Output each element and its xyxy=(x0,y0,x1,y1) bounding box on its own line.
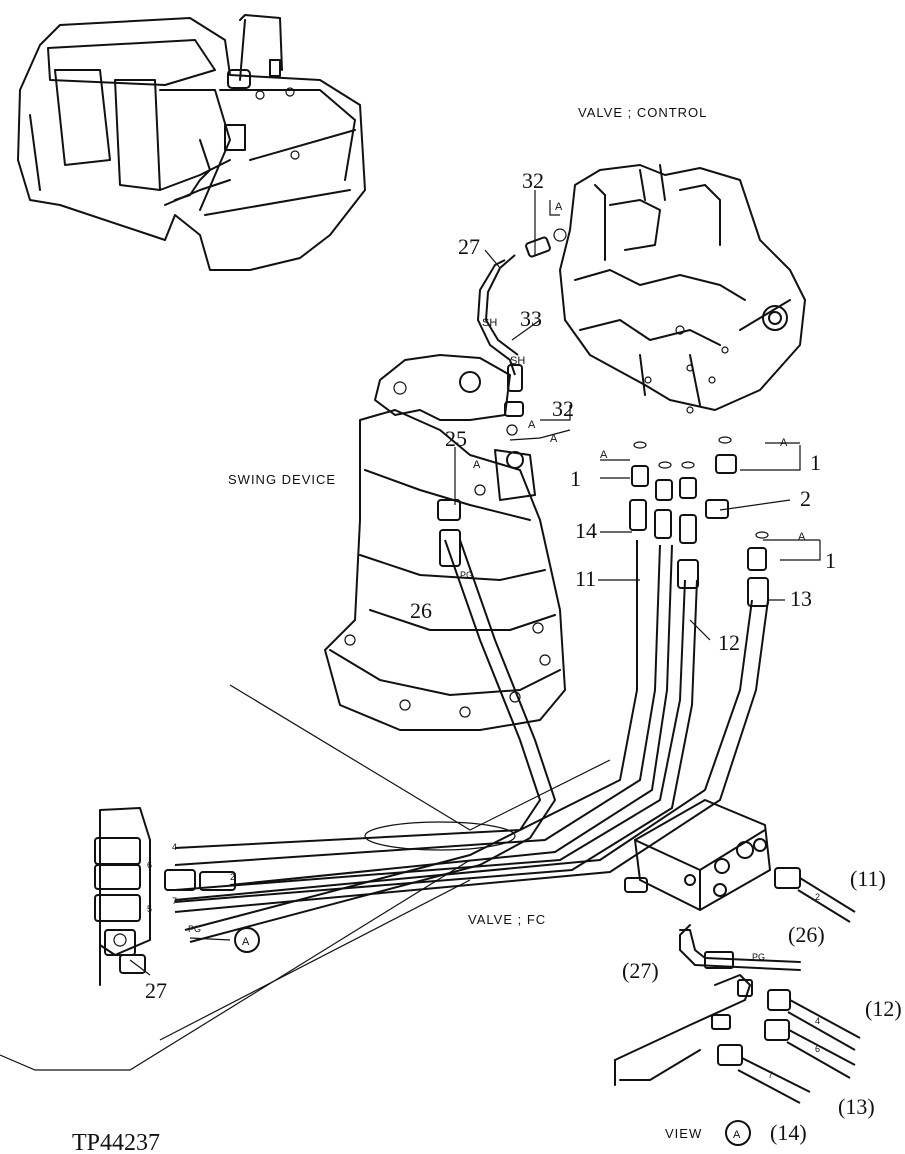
hose-11 xyxy=(174,544,661,866)
callout-25: 25 xyxy=(445,426,467,451)
hose-tag-5: 5 xyxy=(147,904,152,914)
view-callouts: (11) (26) (27) (12) (13) (14) xyxy=(622,866,902,1145)
hose-tag-7: 7 xyxy=(172,896,177,906)
callout-32-top: 32 xyxy=(522,168,544,193)
callout-32-mid: 32 xyxy=(552,396,574,421)
callout-1-right-top: 1 xyxy=(810,450,821,475)
marker-sh-2: SH xyxy=(510,355,525,367)
callout-1-right-bottom: 1 xyxy=(825,548,836,573)
hose-27 xyxy=(476,259,516,376)
control-valve-title: VALVE ; CONTROL xyxy=(578,105,707,120)
callout-14: 14 xyxy=(575,518,597,543)
marker-a-6: A xyxy=(780,437,788,449)
fittings-control-valve xyxy=(437,228,769,607)
leader-lines xyxy=(129,190,821,976)
callout-11: 11 xyxy=(575,566,596,591)
hose-11-outer xyxy=(229,544,673,886)
view-hose-tag-4: 4 xyxy=(815,1016,820,1026)
marker-a-1: A xyxy=(555,201,563,213)
callout-27-bottom: 27 xyxy=(145,978,167,1003)
view-callout-14: (14) xyxy=(770,1120,807,1145)
marker-letters: A SH SH A A A A A A PG PG PG xyxy=(188,201,806,962)
view-hose-tag-6: 6 xyxy=(815,1044,820,1054)
callout-2: 2 xyxy=(800,486,811,511)
marker-a-7: A xyxy=(798,531,806,543)
hose-tag-6: 6 xyxy=(147,860,152,870)
floor-outline xyxy=(0,684,611,1071)
excavator-cab-inset xyxy=(17,14,366,271)
marker-a-2: A xyxy=(528,419,536,431)
hose-tag-2: 2 xyxy=(230,872,235,882)
callout-1-left: 1 xyxy=(570,466,581,491)
hose-26 xyxy=(184,539,542,931)
view-marker-letter-left: A xyxy=(242,936,250,948)
callout-13: 13 xyxy=(790,586,812,611)
marker-pg-2: PG xyxy=(188,924,201,934)
figure-code: TP44237 xyxy=(72,1130,160,1154)
callout-26: 26 xyxy=(410,598,432,623)
view-hose-tag-2: 2 xyxy=(815,892,820,902)
view-marker-letter-bottom: A xyxy=(733,1129,741,1141)
hose-13-outer xyxy=(174,599,769,913)
fc-valve xyxy=(94,807,236,986)
hose-26-outer xyxy=(189,539,557,943)
callout-12: 12 xyxy=(718,630,740,655)
view-callout-13: (13) xyxy=(838,1094,875,1119)
part-callouts: 32 27 33 32 25 1 1 2 14 1 11 13 26 12 27 xyxy=(145,168,836,1003)
view-title: VIEW xyxy=(665,1126,702,1141)
marker-a-4: A xyxy=(473,459,481,471)
hose-routing xyxy=(174,254,769,943)
view-callout-11: (11) xyxy=(850,866,886,891)
marker-a-5: A xyxy=(600,449,608,461)
marker-pg-3: PG xyxy=(752,952,765,962)
hose-27-outer xyxy=(484,254,519,356)
view-hose-tag-7: 7 xyxy=(768,1070,773,1080)
view-marker-circle-left xyxy=(234,927,260,953)
view-marker-circles: A A xyxy=(234,927,751,1146)
view-callout-27: (27) xyxy=(622,958,659,983)
view-callout-26: (26) xyxy=(788,922,825,947)
view-callout-12: (12) xyxy=(865,996,902,1021)
hose-14 xyxy=(174,540,638,849)
view-a-inset xyxy=(614,799,861,1104)
marker-sh-1: SH xyxy=(482,317,497,329)
control-valve xyxy=(559,164,806,414)
hose-12 xyxy=(174,579,686,891)
hose-13 xyxy=(174,599,753,901)
swing-device-title: SWING DEVICE xyxy=(228,472,336,487)
fc-valve-title: VALVE ; FC xyxy=(468,912,546,927)
diagram-titles: VALVE ; CONTROL SWING DEVICE VALVE ; FC … xyxy=(228,105,707,1141)
view-marker-circle-bottom xyxy=(725,1120,751,1146)
marker-a-3: A xyxy=(550,433,558,445)
swing-device xyxy=(324,354,566,731)
callout-33: 33 xyxy=(520,306,542,331)
hose-12-outer xyxy=(174,579,698,903)
hose-number-tags: 4 6 2 7 5 2 4 6 7 xyxy=(147,842,820,1080)
marker-pg-1: PG xyxy=(460,570,473,580)
hose-tag-4: 4 xyxy=(172,842,177,852)
callout-27-top: 27 xyxy=(458,234,480,259)
